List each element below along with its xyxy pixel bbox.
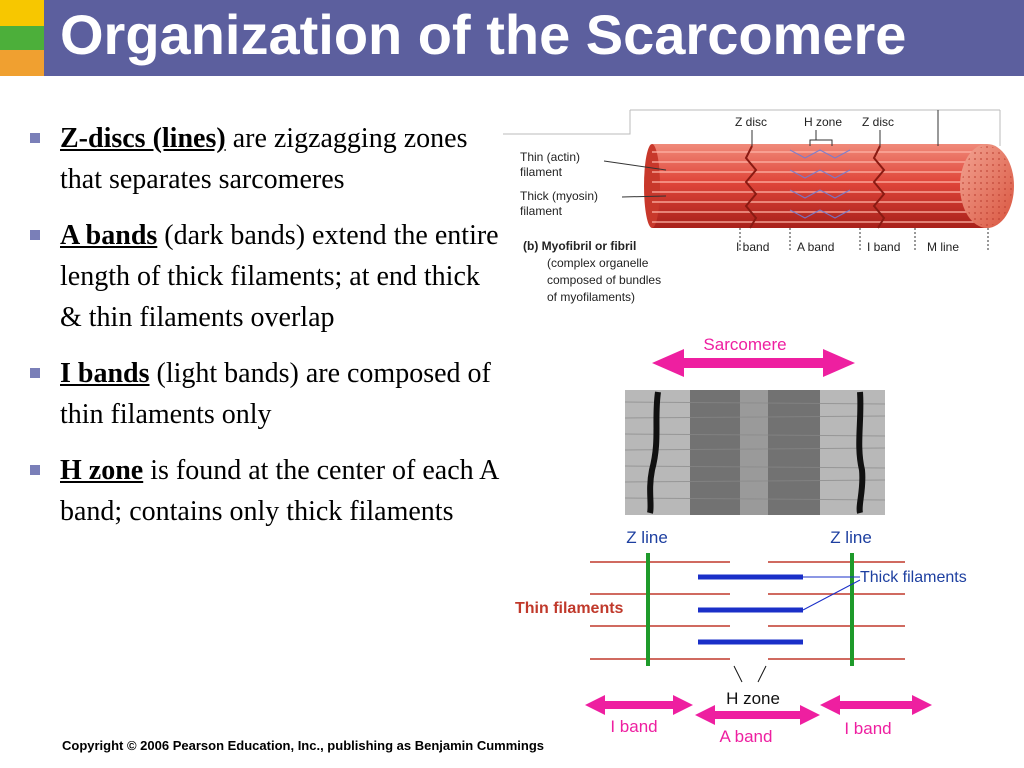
label-thin-filaments: Thin filaments	[515, 600, 624, 617]
myofibril-figure: Z disc H zone Z disc Thin (actin) filame…	[503, 109, 1014, 304]
myofibril-filament-lines	[652, 151, 987, 223]
bullet-text: are zigzagging zones that separates sarc…	[60, 123, 468, 195]
bullet-list: Z-discs (lines) are zigzagging zones tha…	[28, 118, 508, 547]
label-z-disc-right: Z disc	[862, 115, 894, 129]
label-h-zone-top: H zone	[804, 115, 842, 129]
page-title: Organization of the Scarcomere	[60, 3, 907, 66]
myofibril-h-zone-mesh	[789, 149, 851, 219]
label-thick-myosin-2: filament	[520, 204, 563, 218]
bullet-text: (light bands) are composed of thin filam…	[60, 358, 491, 430]
thick-filament-lines	[698, 574, 803, 645]
bullet-h-zone: H zone is found at the center of each A …	[28, 450, 508, 532]
copyright-notice: Copyright © 2006 Pearson Education, Inc.…	[62, 738, 544, 753]
caption-myofibril: (b) Myofibril or fibril	[523, 239, 636, 253]
label-thick-myosin: Thick (myosin)	[520, 189, 598, 203]
bullet-a-bands: A bands (dark bands) extend the entire l…	[28, 215, 508, 338]
bullet-term: I bands	[60, 358, 150, 389]
bullet-term: A bands	[60, 220, 158, 251]
label-z-disc-left: Z disc	[735, 115, 767, 129]
caption-line-2: composed of bundles	[547, 273, 661, 287]
bullet-marker	[30, 465, 40, 475]
label-thin-actin: Thin (actin)	[520, 150, 580, 164]
bullet-marker	[30, 368, 40, 378]
myofibril-left-end	[644, 144, 660, 228]
caption-line-1: (complex organelle	[547, 256, 649, 270]
bullet-marker	[30, 133, 40, 143]
myofibril-cylinder	[652, 144, 987, 228]
label-i-band-right: I band	[867, 240, 900, 254]
electron-micrograph	[624, 390, 886, 515]
label-h-zone: H zone	[726, 689, 780, 708]
label-m-line: M line	[927, 240, 959, 254]
label-i-band-left: I band	[610, 717, 657, 736]
arrow-i-band-right	[820, 695, 932, 715]
title-bar	[44, 0, 1024, 76]
bullet-text: (dark bands) extend the entire length of…	[60, 220, 499, 333]
label-a-band: A band	[720, 727, 773, 746]
sarcomere-arrow: Sarcomere	[652, 335, 855, 377]
decor-block-orange	[0, 50, 44, 76]
bullet-i-bands: I bands (light bands) are composed of th…	[28, 353, 508, 435]
arrow-i-band-left	[585, 695, 693, 715]
decor-block-yellow	[0, 0, 44, 26]
bullet-text: is found at the center of each A band; c…	[60, 455, 498, 527]
z-line-bars	[646, 553, 854, 666]
caption-line-3: of myofilaments)	[547, 290, 635, 304]
bullet-marker	[30, 230, 40, 240]
bullet-term: H zone	[60, 455, 144, 486]
label-thick-filaments: Thick filaments	[860, 569, 967, 586]
bullet-z-discs: Z-discs (lines) are zigzagging zones tha…	[28, 118, 508, 200]
arrow-a-band	[695, 705, 820, 725]
bullet-term: Z-discs (lines)	[60, 123, 226, 154]
label-a-band: A band	[797, 240, 834, 254]
label-i-band-right: I band	[844, 719, 891, 738]
label-sarcomere: Sarcomere	[703, 335, 786, 354]
label-thin-actin-2: filament	[520, 165, 563, 179]
sarcomere-schematic: Z line Z line Thick filaments Thin filam…	[515, 528, 967, 746]
label-z-line-right: Z line	[830, 528, 872, 547]
decor-block-green	[0, 26, 44, 50]
label-i-band-left: I band	[736, 240, 769, 254]
myofibril-z-disc-zigzags	[744, 145, 886, 229]
label-z-line-left: Z line	[626, 528, 668, 547]
thin-filament-lines	[590, 561, 905, 660]
